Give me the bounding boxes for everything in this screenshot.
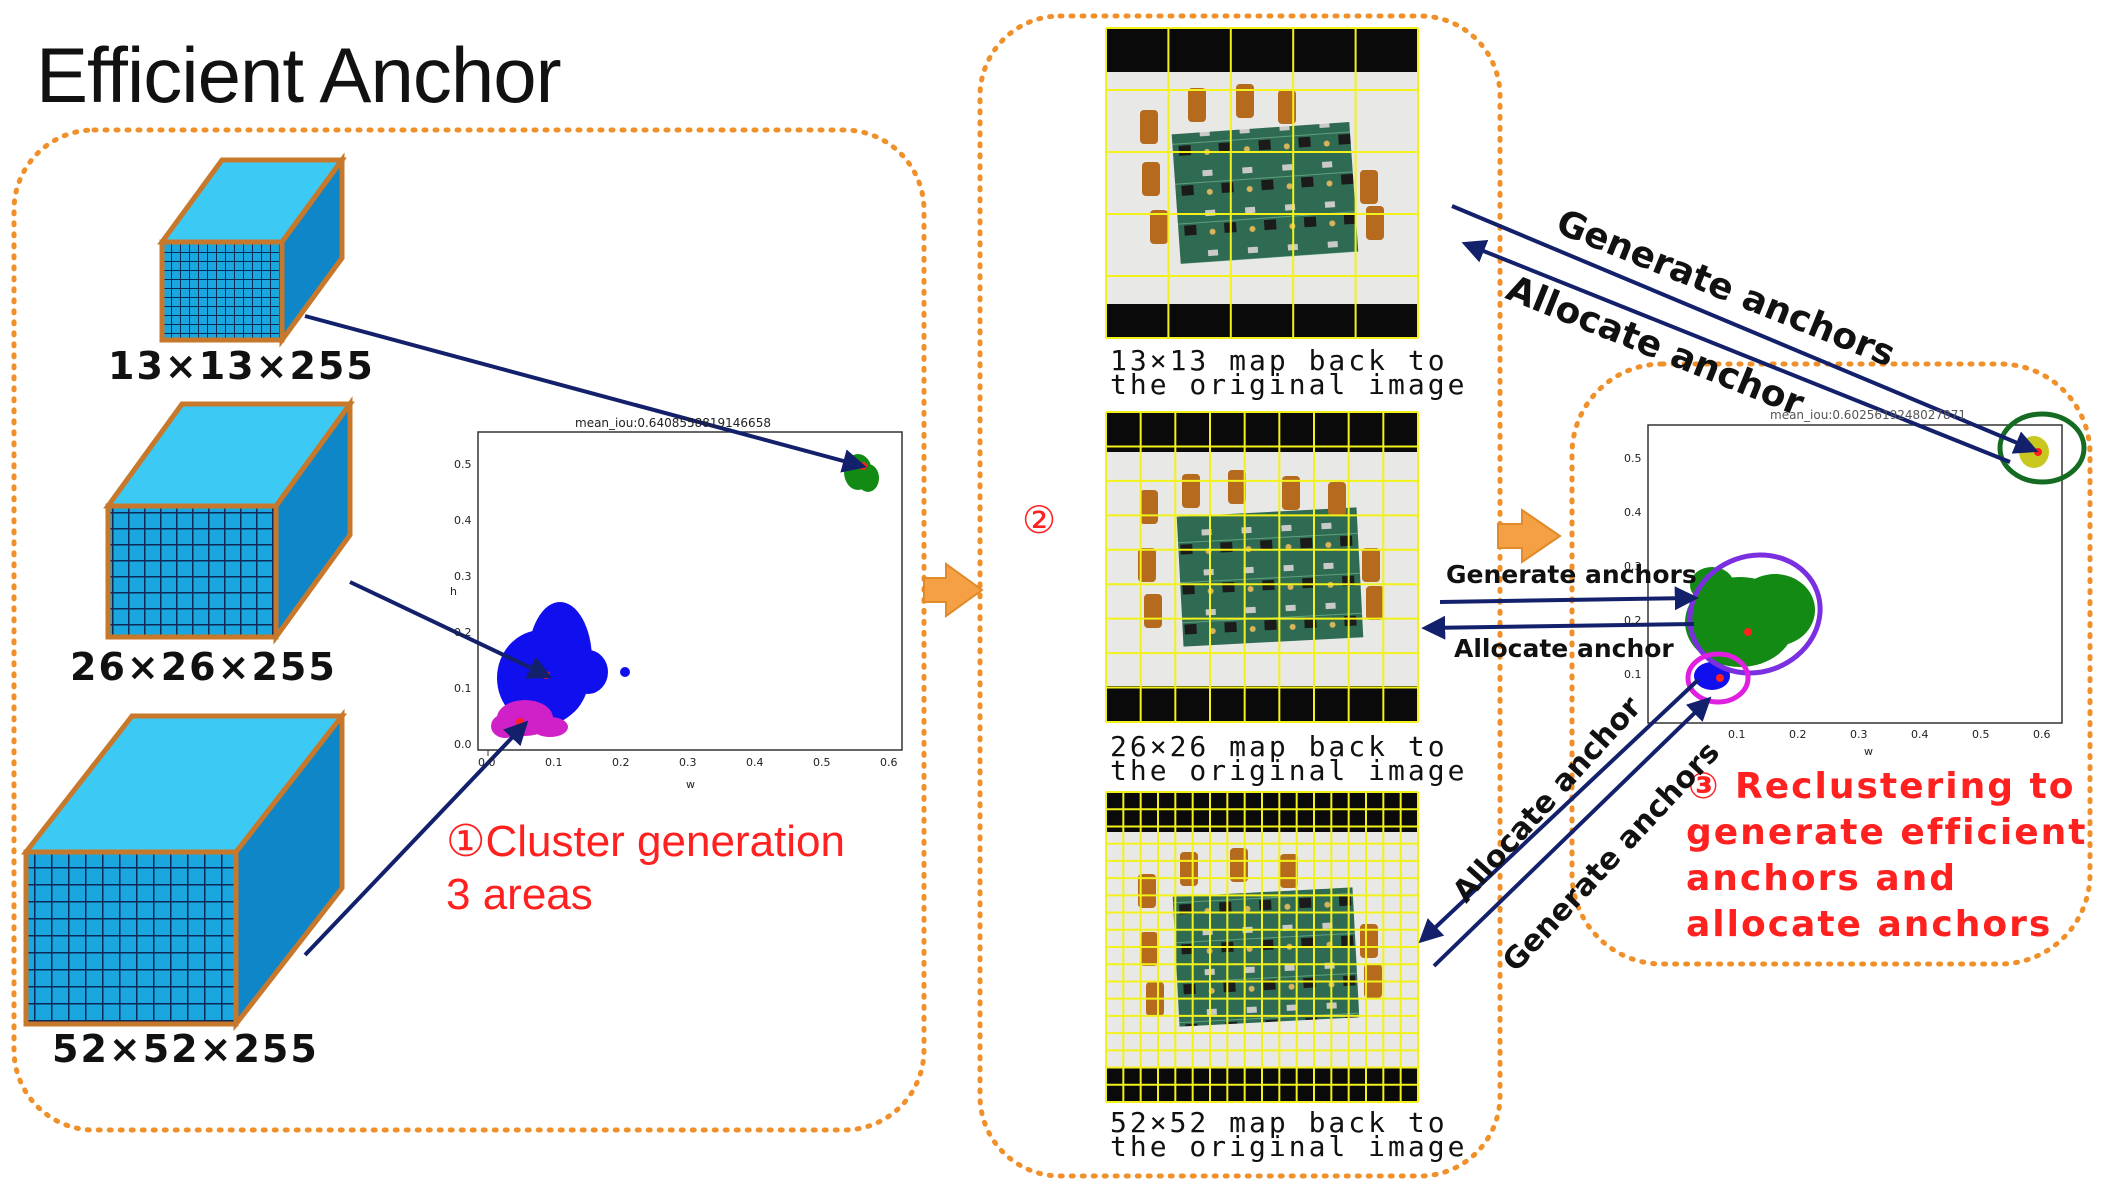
plot1-ylabel: h (450, 585, 457, 598)
photo-13 (1106, 28, 1418, 338)
step3-line2: generate efficient (1686, 812, 2088, 853)
plot2-ytick: 0.4 (1624, 506, 1642, 519)
plot2-ytick: 0.3 (1624, 560, 1642, 573)
plot1-ytick: 0.2 (454, 626, 472, 639)
plot1-xtick: 0.6 (880, 756, 898, 769)
plot1-ytick: 0.3 (454, 570, 472, 583)
page-title: Efficient Anchor (36, 31, 562, 119)
plot1-xtick: 0.2 (612, 756, 630, 769)
step2-marker: ② (1022, 500, 1057, 542)
arrow-cube52-to-plot (303, 720, 529, 957)
ellipse-green (1997, 411, 2087, 485)
cube-26 (103, 396, 355, 645)
plot2-title: mean_iou:0.6025619248027871 (1770, 408, 1966, 422)
plot2-clusters (1685, 411, 2087, 705)
arrow-cube13-to-plot (304, 314, 867, 473)
plot1-xtick: 0.3 (679, 756, 697, 769)
cube-13 (157, 152, 347, 348)
caption-13-line2: the original image (1110, 368, 1468, 401)
plot2-xtick: 0.4 (1911, 728, 1929, 741)
label-52x52x255: 52×52×255 (52, 1027, 319, 1071)
arrow-cube26-to-plot (349, 580, 553, 679)
plot2-xtick: 0.2 (1789, 728, 1807, 741)
plot2-ytick: 0.1 (1624, 668, 1642, 681)
plot2-xtick: 0.3 (1850, 728, 1868, 741)
caption-26-line1: 26×26 map back to (1110, 730, 1448, 763)
plot2-xlabel: w (1864, 745, 1873, 758)
plot1-xtick: 0.1 (545, 756, 563, 769)
arrow-allocate-13 (1461, 240, 2011, 464)
plot1-ytick: 0.0 (454, 738, 472, 751)
grid-overlay-0 (1105, 27, 1419, 339)
label-allocate-anchor-26: Allocate anchor (1454, 634, 1674, 663)
orange-arrow-1 (923, 562, 984, 618)
plot1-xtick: 0.5 (813, 756, 831, 769)
plot2-xtick: 0.6 (2033, 728, 2051, 741)
plot1-title: mean_iou:0.6408558819146658 (575, 416, 771, 430)
panel-left (11, 127, 927, 1133)
plot2-xtick: 0.1 (1728, 728, 1746, 741)
plot1-ytick: 0.4 (454, 514, 472, 527)
ellipse-purple (1687, 552, 1823, 676)
caption-52-line2: the original image (1110, 1130, 1468, 1163)
caption-52-line1: 52×52 map back to (1110, 1106, 1448, 1139)
plot2-ytick: 0.2 (1624, 614, 1642, 627)
step1-line2: 3 areas (446, 870, 593, 919)
arrow-generate-52 (1432, 696, 1712, 968)
step3-line4: allocate anchors (1686, 904, 2053, 945)
arrow-generate-13 (1451, 204, 2039, 454)
plot1-ytick: 0.1 (454, 682, 472, 695)
photo-26 (1106, 412, 1418, 722)
arrow-generate-26 (1439, 586, 1699, 611)
step3-line1: ③ Reclustering to (1688, 766, 2076, 807)
cube-52 (20, 708, 348, 1032)
arrow-allocate-26 (1421, 615, 1695, 640)
step3-line3: anchors and (1686, 858, 1958, 899)
plot2-xtick: 0.5 (1972, 728, 1990, 741)
label-generate-anchors-26: Generate anchors (1446, 560, 1697, 589)
panel-middle (977, 13, 1503, 1179)
label-26x26x255: 26×26×255 (70, 645, 337, 689)
plot1-ytick: 0.5 (454, 458, 472, 471)
plot2-ytick: 0.5 (1624, 452, 1642, 465)
step1-line1: ①Cluster generation (446, 817, 845, 866)
ellipse-magenta (1685, 651, 1751, 705)
image-grid-overlays (1105, 27, 1419, 1103)
orange-arrow-2 (1497, 508, 1562, 564)
caption-13-line1: 13×13 map back to (1110, 344, 1448, 377)
plot1-xlabel: w (686, 778, 695, 791)
grid-overlay-2 (1105, 791, 1419, 1103)
plot1-xtick: 0.0 (478, 756, 496, 769)
plot1-xtick: 0.4 (746, 756, 764, 769)
label-13x13x255: 13×13×255 (108, 344, 375, 388)
arrow-allocate-52 (1418, 678, 1700, 944)
grid-overlay-1 (1105, 411, 1419, 723)
caption-26-line2: the original image (1110, 754, 1468, 787)
